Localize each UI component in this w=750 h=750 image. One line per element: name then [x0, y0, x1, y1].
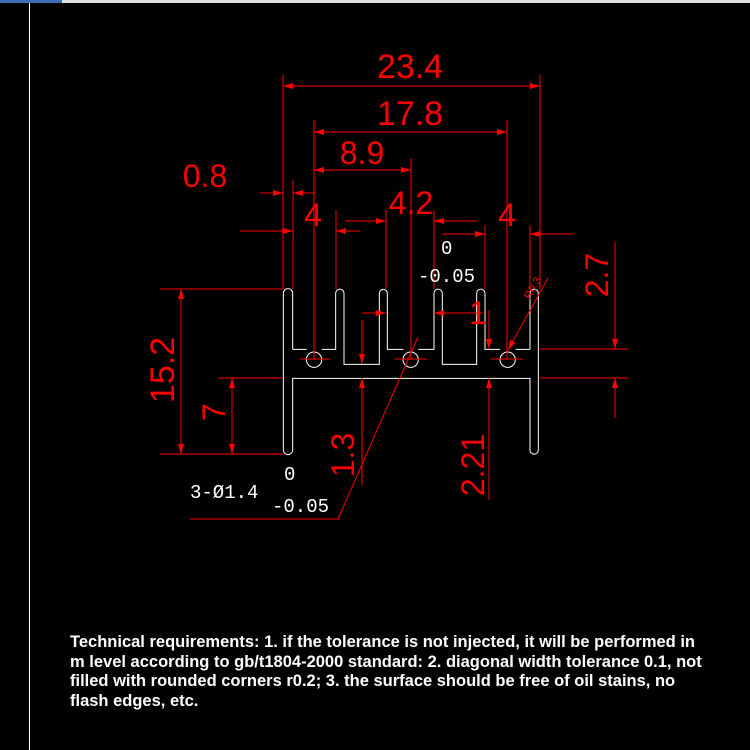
dim-fin-thickness: 0.8	[183, 158, 227, 194]
dim-center-slot: 4.2	[389, 185, 433, 221]
viewport-border	[29, 3, 30, 750]
dim-height: 15.2	[144, 337, 182, 403]
hole-tolerance-lower: -0.05	[272, 496, 329, 518]
active-tab-indicator	[0, 0, 62, 3]
dim-fin-depth: 2.7	[579, 253, 615, 297]
technical-requirements-note: Technical requirements: 1. if the tolera…	[70, 633, 702, 710]
dim-overall-width: 23.4	[377, 48, 443, 86]
dim-hole-span: 17.8	[377, 95, 443, 133]
dim-left-slot: 4	[304, 197, 322, 233]
hole-callout-label: 3-Ø1.4	[190, 482, 258, 504]
dim-hole-height: 2.21	[455, 434, 491, 496]
dim-half-span: 8.9	[340, 135, 384, 171]
dimension-labels: 23.4 17.8 8.9 0.8 4 4.2 4 0 -0.05 1 R0.3…	[144, 48, 615, 518]
dim-gap: 1	[469, 295, 487, 331]
dim-radius: R0.3	[522, 275, 544, 301]
slot-tolerance-lower: -0.05	[418, 266, 475, 288]
dim-base: 1.3	[325, 433, 361, 477]
dim-right-slot: 4	[498, 197, 516, 233]
dimension-lines	[160, 75, 628, 520]
hole-tolerance-upper: 0	[284, 464, 295, 486]
window-top-bar	[0, 0, 750, 3]
slot-tolerance-upper: 0	[441, 238, 452, 260]
dim-lower-fin: 7	[196, 403, 232, 421]
